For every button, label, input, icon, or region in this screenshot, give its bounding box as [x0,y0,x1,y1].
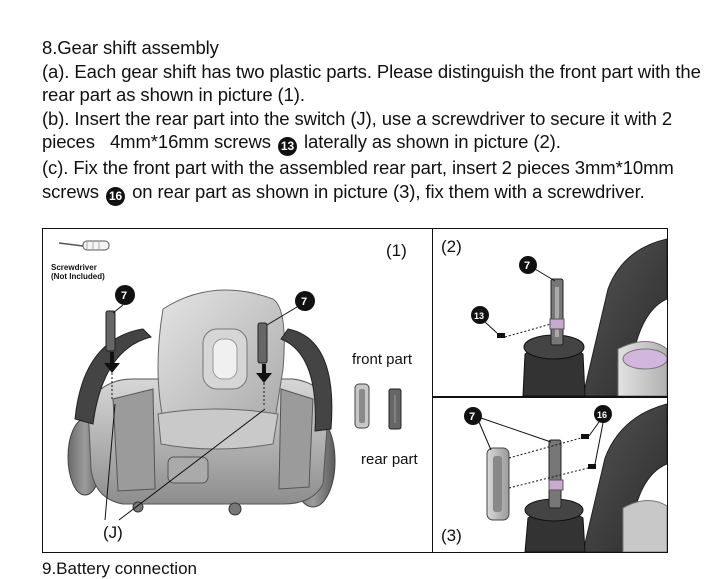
part-7-callout: 7 [524,260,530,272]
section-heading: 8.Gear shift assembly [42,36,702,60]
instruction-text: 8.Gear shift assembly (a). Each gear shi… [42,36,702,206]
picture-1-panel: Screwdriver (Not Included) 7 [42,228,433,553]
rear-part-label: rear part [361,451,418,468]
step-b-text-end: laterally as shown in picture (2). [304,131,561,152]
front-part-label: front part [352,351,412,368]
part-7-callout-right: 7 [301,296,307,308]
picture-2-label: (2) [441,237,462,257]
step-a: (a). Each gear shift has two plastic par… [42,60,702,107]
step-c: (c). Fix the front part with the assembl… [42,156,702,206]
screwdriver-note: (Not Included) [51,272,105,281]
screw-16-callout: 16 [597,410,607,420]
next-section-heading-cut: 9.Battery connection [42,559,197,579]
screwdriver-label: Screwdriver [51,263,97,272]
rear-part-install-illustration: 7 13 [433,229,667,396]
step-b: (b). Insert the rear part into the switc… [42,107,702,157]
picture-1-label: (1) [386,241,407,261]
step-c-text-end: on rear part as shown in picture (3), fi… [132,181,645,202]
screw-16-badge: 16 [106,187,125,206]
picture-3-label: (3) [441,526,462,546]
picture-2-panel: 7 13 (2) [432,228,668,397]
switch-j-label: (J) [103,523,123,543]
front-part-install-illustration: 7 16 [433,398,667,552]
part-7-callout-left: 7 [121,290,127,302]
screw-13-badge: 13 [278,137,297,156]
screwdriver-icon [59,241,109,250]
screw-13-callout: 13 [474,311,484,321]
go-kart-illustration: Screwdriver (Not Included) 7 [43,229,433,552]
part-7-callout: 7 [469,411,475,423]
picture-3-panel: 7 16 (3) [432,397,668,553]
